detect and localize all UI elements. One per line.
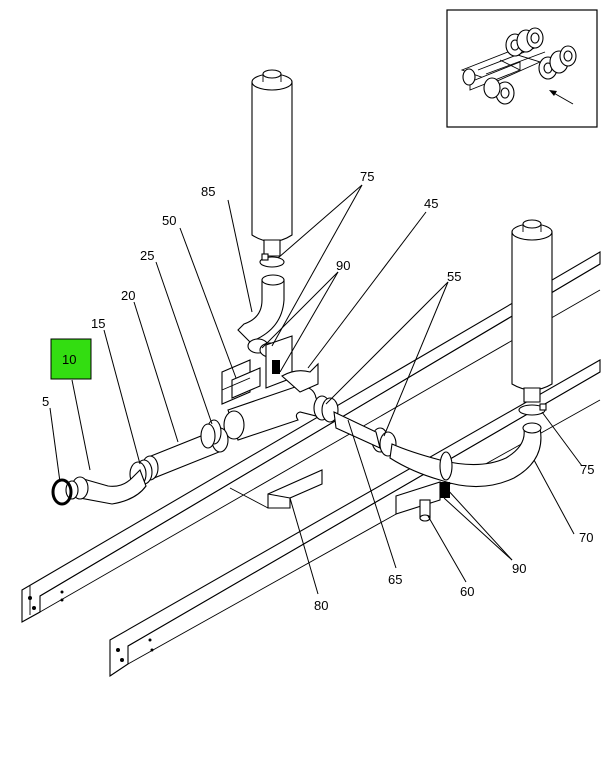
callout-5: 5 [42,394,49,409]
callout-25: 25 [140,248,154,263]
muffler-right [511,219,553,403]
bracket-60 [395,481,450,522]
frame-rail-left [21,251,601,623]
bracket-50 [221,359,261,405]
y-pipe [223,362,325,441]
callout-70: 70 [579,530,593,545]
elbow-pipe-85 [237,274,285,343]
callout-90-lower: 90 [512,561,526,576]
callout-90-upper: 90 [336,258,350,273]
callout-55: 55 [447,269,461,284]
callout-75-right: 75 [580,462,594,477]
pipe-65 [333,411,381,449]
highlight-box-10 [50,338,92,380]
callout-75-upper: 75 [360,169,374,184]
callout-80: 80 [314,598,328,613]
callout-45: 45 [424,196,438,211]
leader-lines [49,184,583,595]
clamp-25 [200,419,222,449]
elbow-10 [65,469,147,505]
elbow-pipe-70 [389,422,542,488]
seal-ring-5 [51,478,73,506]
callout-60: 60 [460,584,474,599]
clamp-right [518,403,547,416]
muffler-upper [251,69,293,257]
locator-inset [446,9,598,128]
callout-10: 10 [62,352,76,367]
callout-labels: 75 85 45 50 90 25 55 20 15 10 5 75 70 90… [42,169,594,613]
callout-65: 65 [388,572,402,587]
callout-50: 50 [162,213,176,228]
callout-85: 85 [201,184,215,199]
clamp-upper [259,253,285,268]
callout-15: 15 [91,316,105,331]
callout-20: 20 [121,288,135,303]
